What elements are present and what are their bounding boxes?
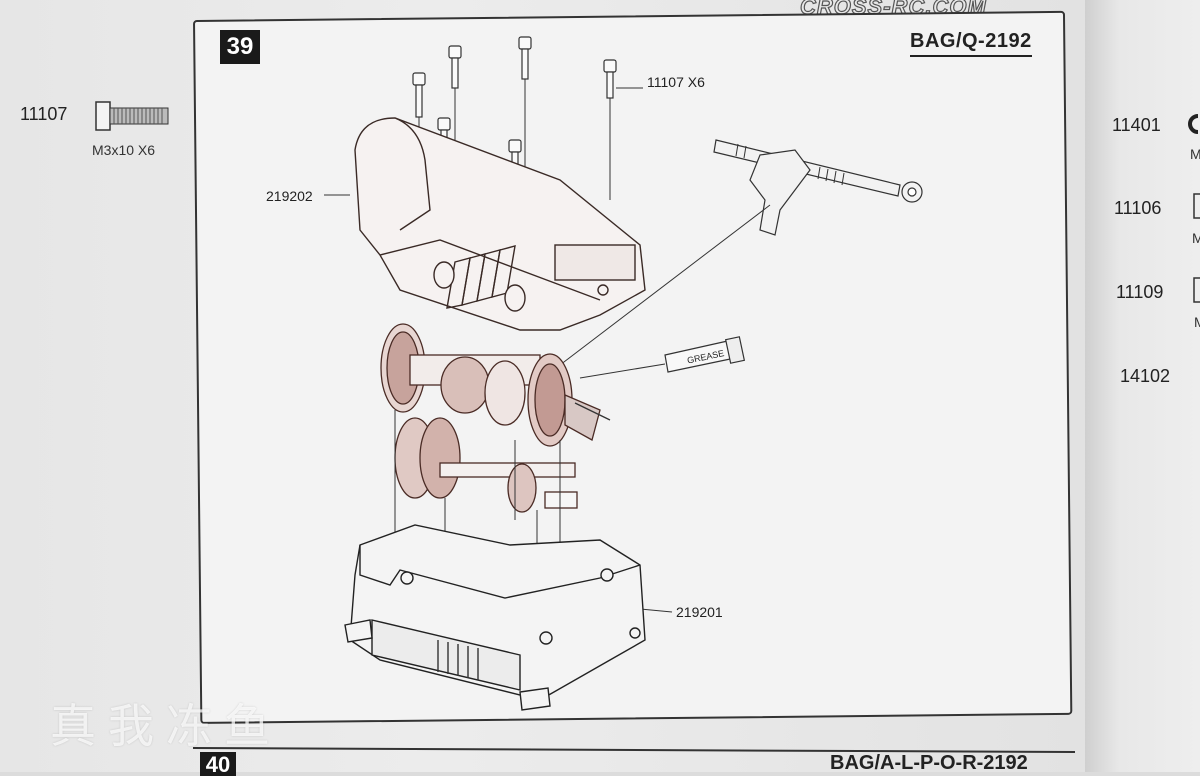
- housing-bottom-label: 219201: [676, 604, 723, 620]
- upper-gear-shaft: [380, 323, 611, 447]
- right-part-code-4: 14102: [1120, 366, 1171, 386]
- right-part-code-2: 11106: [1114, 198, 1162, 218]
- lower-housing: [344, 524, 646, 711]
- right-part-sub-1: M: [1190, 146, 1200, 162]
- left-part-spec: M3x10 X6: [92, 142, 156, 158]
- part-icon-3: [1193, 277, 1200, 303]
- right-part-sub-2: M: [1192, 230, 1200, 246]
- right-page-edge: [1085, 0, 1200, 772]
- upper-housing: [354, 117, 646, 331]
- right-part-sub-3: M: [1194, 314, 1200, 330]
- bag-code: BAG/Q-2192: [910, 30, 1032, 57]
- part-icon-2: [1193, 193, 1200, 219]
- grease-tube: GREASE: [579, 336, 746, 379]
- next-step-bag-code: BAG/A-L-P-O-R-2192: [830, 752, 1028, 772]
- right-part-code-1: 11401: [1112, 115, 1161, 135]
- right-part-code-3: 11109: [1116, 282, 1164, 302]
- part-icon: [1188, 114, 1199, 134]
- screw-callout-label: 11107 X6: [647, 74, 705, 90]
- left-part-code: 11107: [20, 104, 68, 124]
- housing-top-label: 219202: [266, 188, 313, 204]
- watermark: 真我冻鱼: [50, 699, 282, 753]
- screw-icon: [95, 101, 169, 131]
- step-number: 39: [220, 30, 260, 64]
- shift-linkage: [713, 139, 923, 236]
